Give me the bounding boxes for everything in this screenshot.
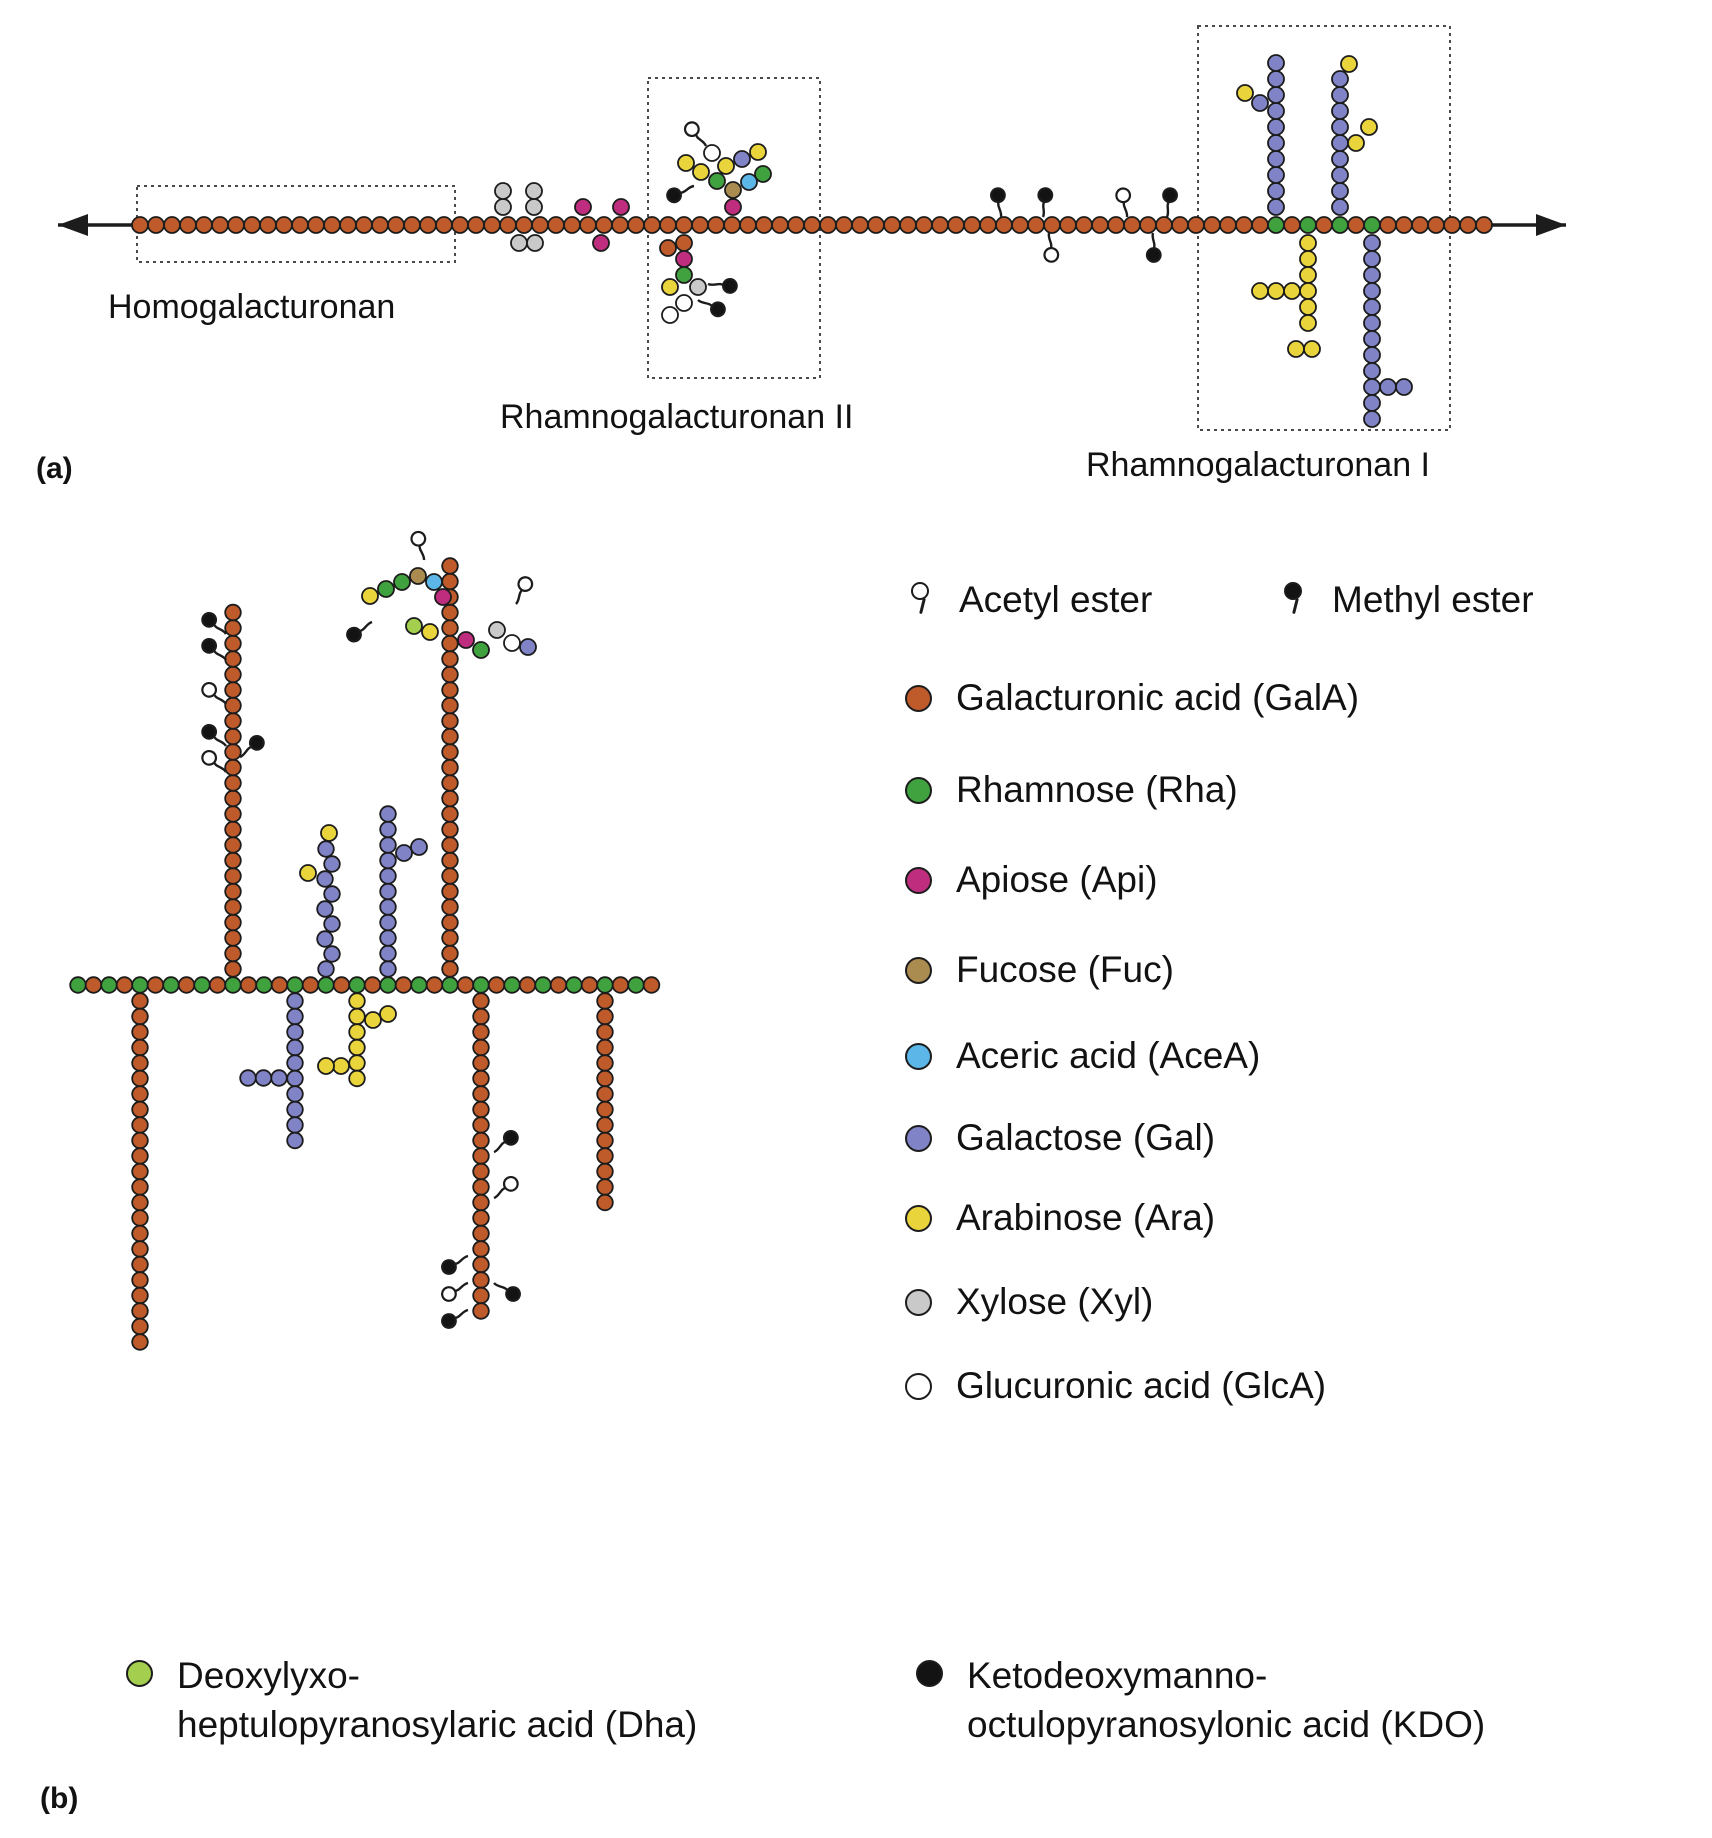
acetyl-ester-icon xyxy=(905,580,935,620)
legend-item-apiose: Apiose (Api) xyxy=(905,858,1158,902)
kdo-icon xyxy=(916,1660,943,1687)
arabinose-icon xyxy=(905,1204,932,1232)
legend-label: Deoxylyxo- heptulopyranosylaric acid (Dh… xyxy=(177,1652,697,1750)
fucose-icon xyxy=(905,956,932,984)
methyl-ester-icon xyxy=(1278,580,1308,620)
rhamnose-icon xyxy=(905,776,932,804)
rhamnogalacturonan-1-label: Rhamnogalacturonan I xyxy=(1086,446,1431,484)
legend-label: Arabinose (Ara) xyxy=(956,1197,1216,1238)
xylose-icon xyxy=(905,1288,932,1316)
dha-line2: heptulopyranosylaric acid (Dha) xyxy=(177,1703,698,1745)
legend-item-galacturonic-acid: Galacturonic acid (GalA) xyxy=(905,676,1359,720)
legend-label: Galactose (Gal) xyxy=(956,1117,1216,1158)
apiose-icon xyxy=(905,866,932,894)
kdo-line2: octulopyranosylonic acid (KDO) xyxy=(967,1703,1486,1745)
panel-a-label: (a) xyxy=(36,452,73,485)
legend-item-glucuronic-acid: Glucuronic acid (GlcA) xyxy=(905,1364,1326,1408)
panel-b-label: (b) xyxy=(40,1782,79,1815)
legend-item-methyl-ester: Methyl ester xyxy=(1278,578,1534,622)
legend-item-galactose: Galactose (Gal) xyxy=(905,1116,1215,1160)
legend-item-dha: Deoxylyxo- heptulopyranosylaric acid (Dh… xyxy=(126,1652,697,1750)
legend-item-aceric-acid: Aceric acid (AceA) xyxy=(905,1034,1260,1078)
dha-icon xyxy=(126,1660,153,1687)
kdo-line1: Ketodeoxymanno- xyxy=(967,1655,1268,1696)
legend-label: Aceric acid (AceA) xyxy=(956,1035,1261,1076)
legend-label: Rhamnose (Rha) xyxy=(956,769,1238,810)
legend-label: Glucuronic acid (GlcA) xyxy=(956,1365,1327,1406)
legend-label: Methyl ester xyxy=(1332,579,1534,620)
glucuronic-acid-icon xyxy=(905,1372,932,1400)
legend-label: Xylose (Xyl) xyxy=(956,1281,1154,1322)
homogalacturonan-label: Homogalacturonan xyxy=(108,288,396,326)
legend-label: Acetyl ester xyxy=(959,579,1153,620)
rhamnogalacturonan-2-label: Rhamnogalacturonan II xyxy=(500,398,854,436)
aceric-acid-icon xyxy=(905,1042,932,1070)
legend-item-kdo: Ketodeoxymanno- octulopyranosylonic acid… xyxy=(916,1652,1485,1750)
legend-item-xylose: Xylose (Xyl) xyxy=(905,1280,1153,1324)
legend-label: Apiose (Api) xyxy=(956,859,1158,900)
legend-label: Ketodeoxymanno- octulopyranosylonic acid… xyxy=(967,1652,1485,1750)
legend-item-rhamnose: Rhamnose (Rha) xyxy=(905,768,1238,812)
legend-item-fucose: Fucose (Fuc) xyxy=(905,948,1174,992)
legend-item-arabinose: Arabinose (Ara) xyxy=(905,1196,1215,1240)
galactose-icon xyxy=(905,1124,932,1152)
dha-line1: Deoxylyxo- xyxy=(177,1655,360,1696)
galacturonic-acid-icon xyxy=(905,684,932,712)
legend-label: Galacturonic acid (GalA) xyxy=(956,677,1360,718)
legend-label: Fucose (Fuc) xyxy=(956,949,1174,990)
legend-item-acetyl-ester: Acetyl ester xyxy=(905,578,1152,622)
